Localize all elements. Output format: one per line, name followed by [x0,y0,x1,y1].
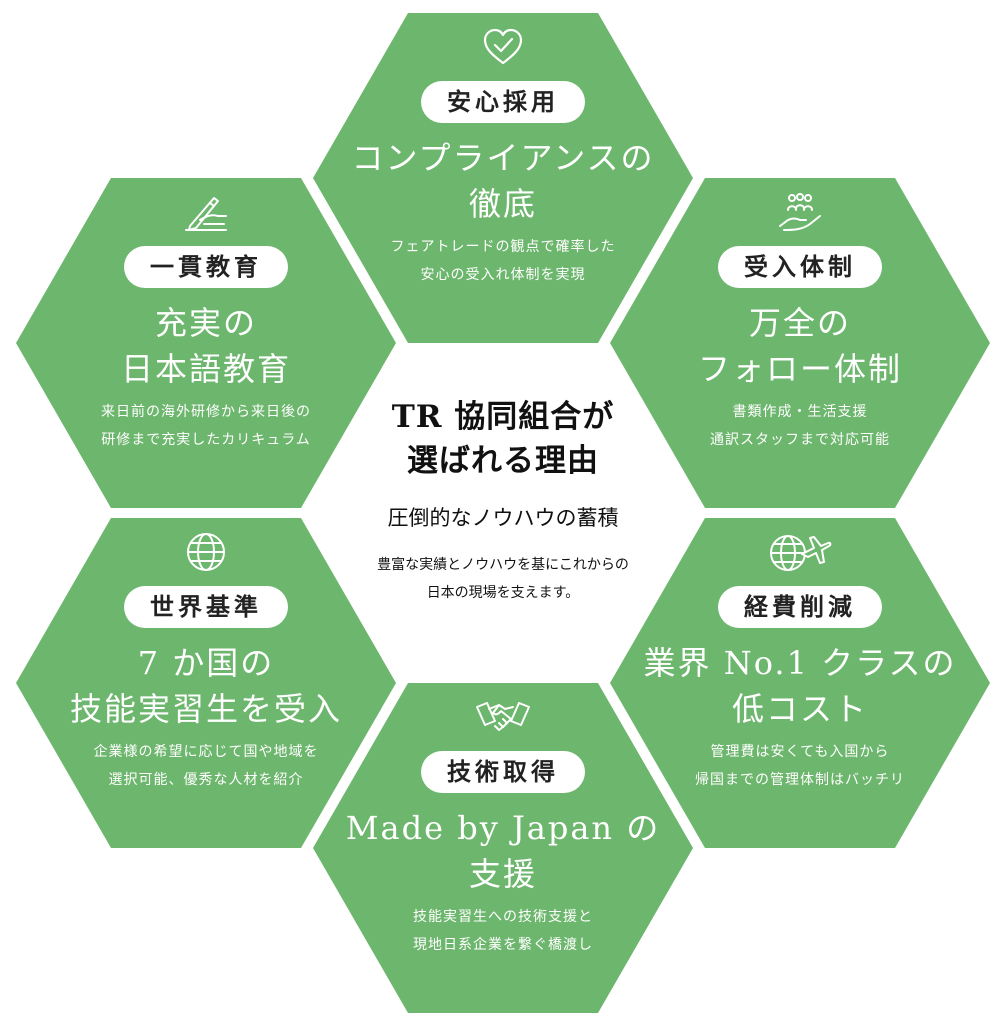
hex-label: 一貫教育 [124,246,288,288]
hex-description: 管理費は安くても入国から帰国までの管理体制はバッチリ [695,744,905,788]
hex-safe-recruitment: 安心採用 コンプライアンスの徹底 フェアトレードの観点で確率した安心の受入れ体制… [313,13,693,343]
globe-plane-icon [768,532,832,572]
heart-check-icon [481,27,525,67]
hex-label: 受入体制 [718,246,882,288]
hex-skill-acquisition: 技術取得 Made by Japan の支援 技能実習生への技術支援と現地日系企… [313,683,693,1013]
hex-title: Made by Japan の支援 [345,809,661,893]
hex-description: 技能実習生への技術支援と現地日系企業を繋ぐ橋渡し [413,909,593,953]
hex-description: フェアトレードの観点で確率した安心の受入れ体制を実現 [390,239,616,283]
center-description: 豊富な実績とノウハウを基にこれからの日本の現場を支えます。 [377,557,629,601]
hex-title: 充実の日本語教育 [120,304,291,388]
hex-global-standard: 世界基準 7 か国の技能実習生を受入 企業様の希望に応じて国や地域を選択可能、優… [16,518,396,848]
hex-consistent-education: 一貫教育 充実の日本語教育 来日前の海外研修から来日後の研修まで充実したカリキュ… [16,178,396,508]
hex-label: 安心採用 [421,81,585,123]
handshake-icon [475,697,531,737]
center-title: TR 協同組合が選ばれる理由 [391,399,615,479]
hex-title: 万全のフォロー体制 [697,304,902,388]
writing-hand-icon [184,192,228,232]
hex-label: 技術取得 [421,751,585,793]
hex-label: 世界基準 [124,586,288,628]
center-section: TR 協同組合が選ばれる理由 圧倒的なノウハウの蓄積 豊富な実績とノウハウを基に… [330,395,676,607]
hex-description: 書類作成・生活支援通訳スタッフまで対応可能 [710,404,890,448]
center-subtitle: 圧倒的なノウハウの蓄積 [387,506,619,530]
hand-people-icon [778,192,822,232]
hex-description: 来日前の海外研修から来日後の研修まで充実したカリキュラム [101,404,311,448]
globe-icon [184,532,228,572]
hex-title: 7 か国の技能実習生を受入 [69,644,342,728]
hex-title: コンプライアンスの徹底 [351,139,655,223]
hex-title: 業界 No.1 クラスの低コスト [643,644,957,728]
hex-label: 経費削減 [718,586,882,628]
hex-description: 企業様の希望に応じて国や地域を選択可能、優秀な人材を紹介 [93,744,319,788]
